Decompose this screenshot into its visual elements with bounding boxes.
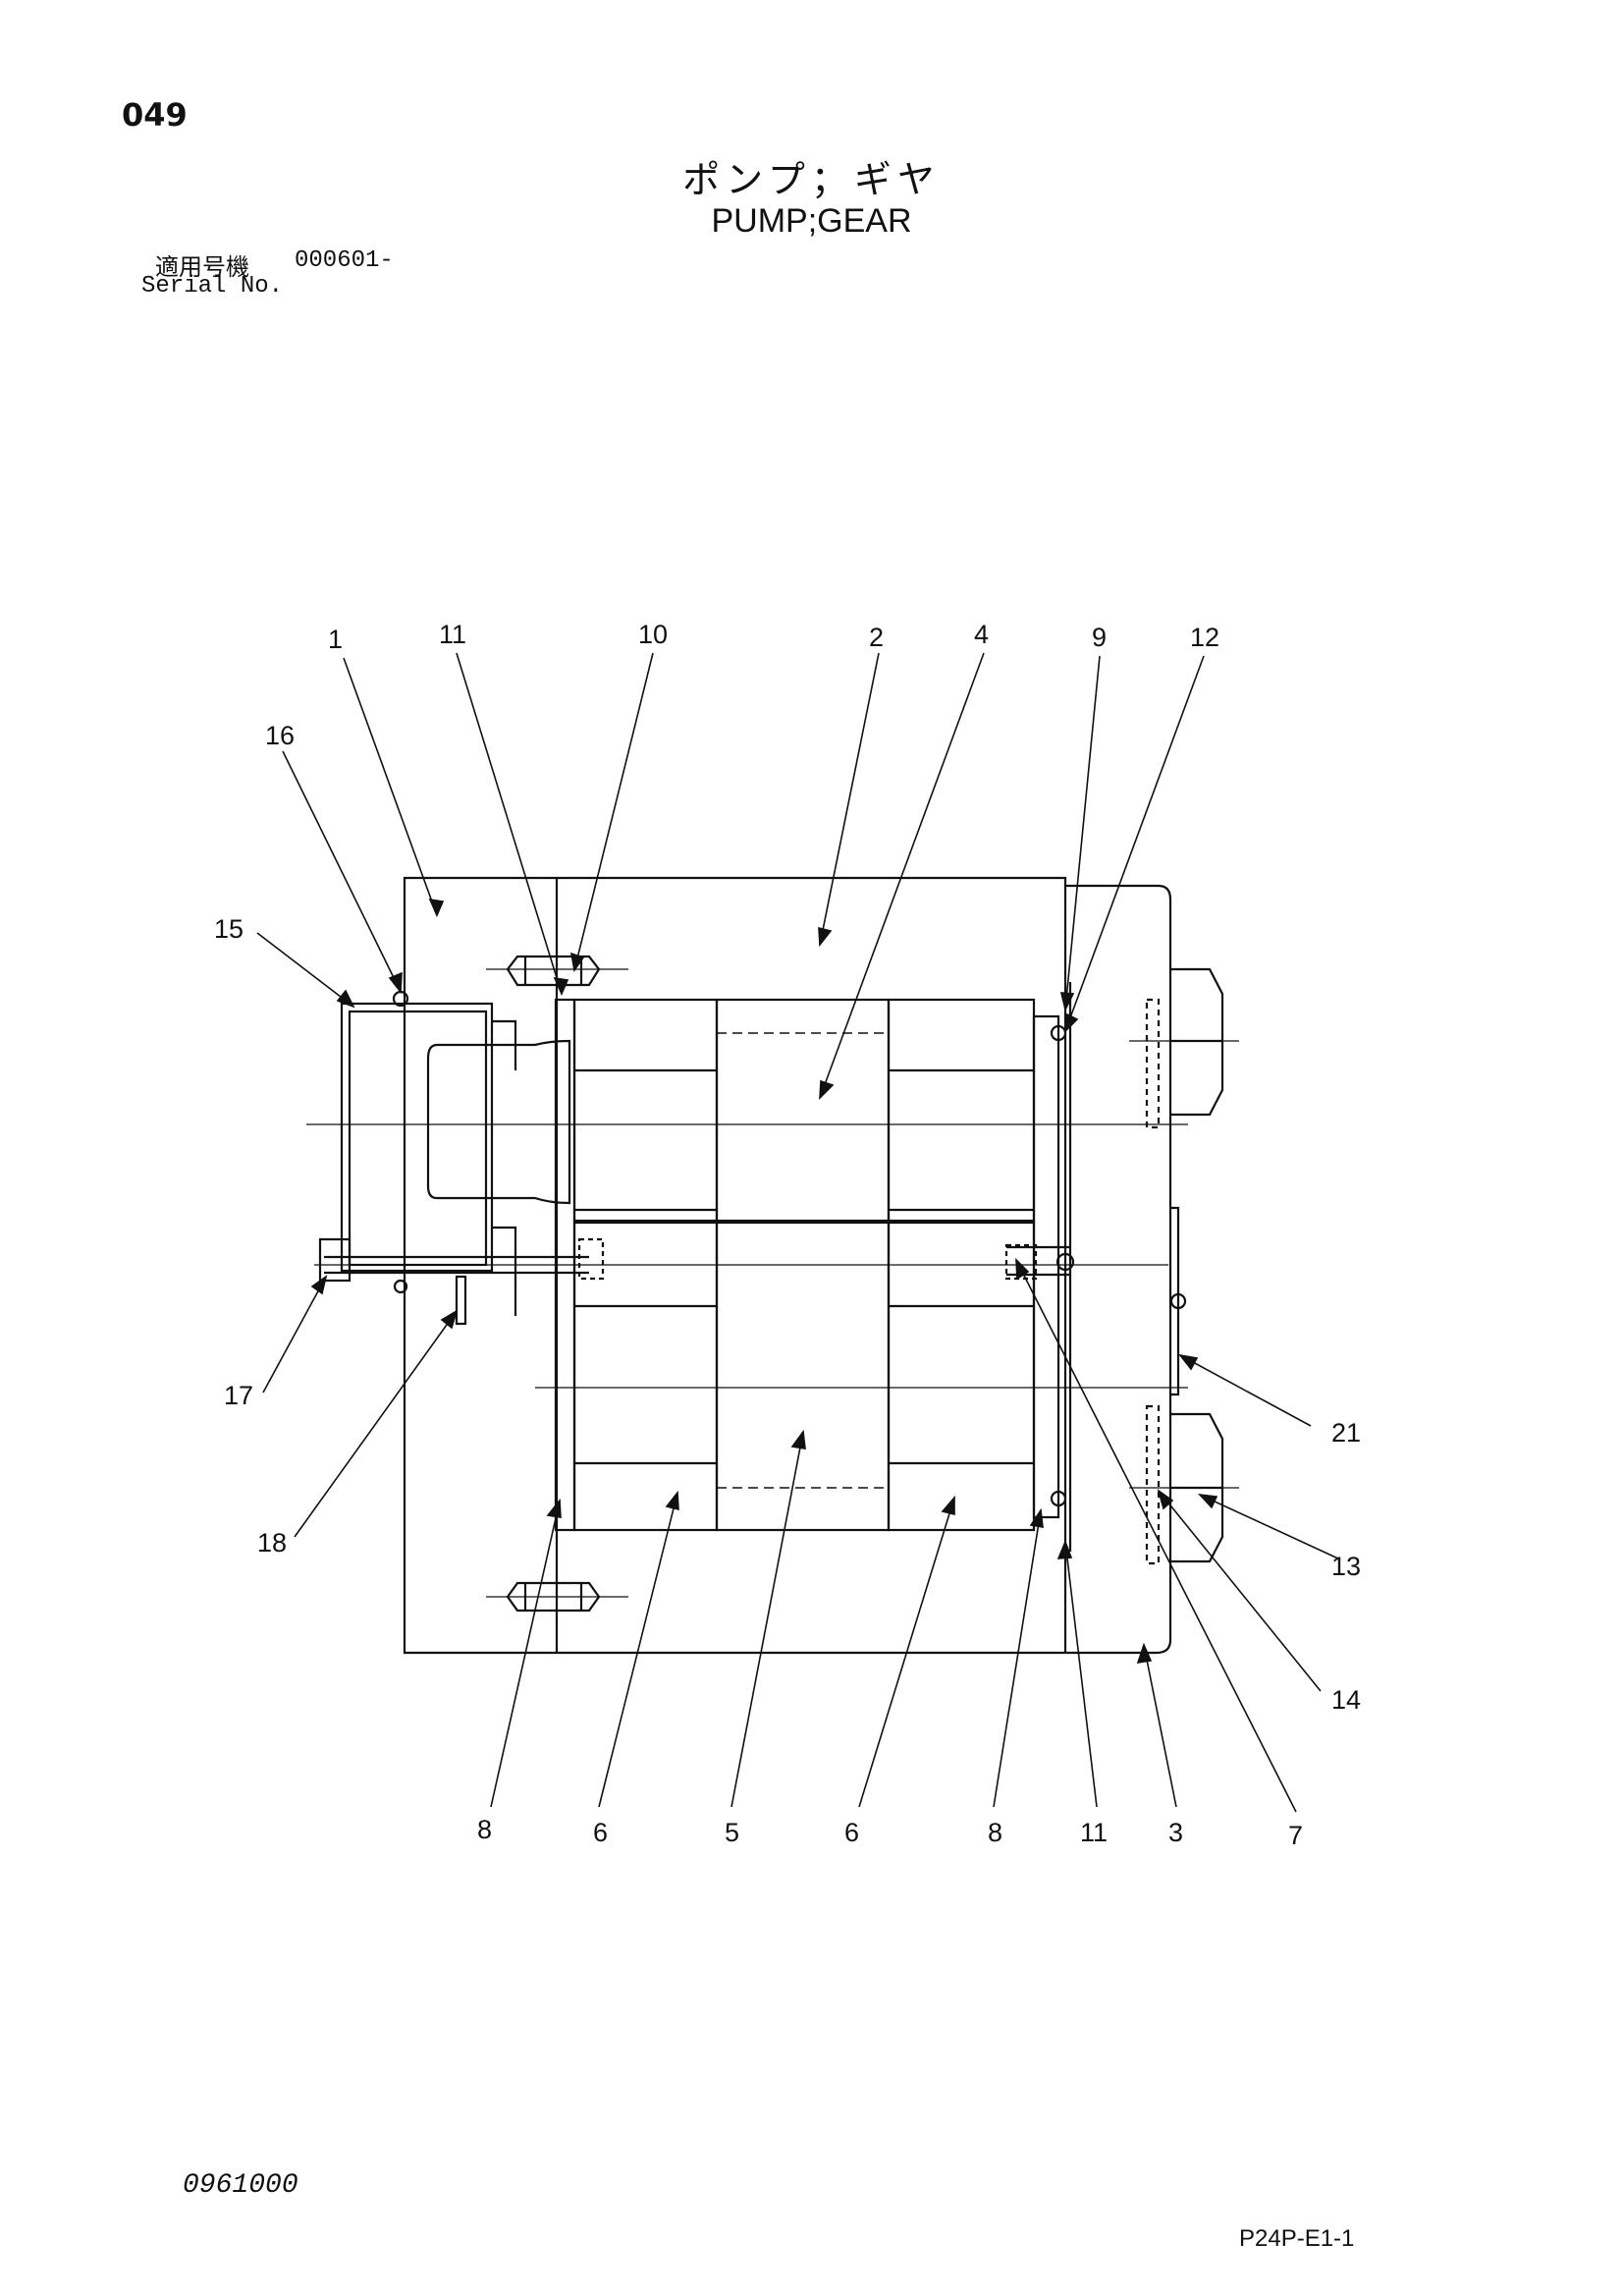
callout-10: 10 (638, 620, 668, 649)
plug (1170, 1206, 1180, 1396)
serial-value: 000601- (295, 247, 394, 274)
housing-outline (403, 876, 1172, 1655)
through-bolt (324, 1245, 1070, 1277)
callout-14: 14 (1331, 1685, 1361, 1715)
callout-6-right: 6 (844, 1818, 859, 1847)
callout-5: 5 (725, 1818, 739, 1847)
callout-16: 16 (265, 721, 295, 750)
side-plate-right (1032, 1014, 1060, 1519)
drive-gear (715, 998, 891, 1223)
callout-9: 9 (1092, 623, 1107, 652)
bearing-right-bottom (887, 1221, 1036, 1532)
driven-gear (715, 1221, 891, 1532)
callout-11-bottom: 11 (1080, 1818, 1108, 1847)
callout-8-left: 8 (477, 1815, 492, 1844)
serial-label-japanese: 適用号機 (155, 253, 249, 281)
callout-11-top: 11 (439, 620, 466, 649)
callout-1: 1 (328, 625, 343, 654)
seal-cover (340, 1002, 494, 1273)
bearing-left-bottom (572, 1221, 719, 1532)
drive-shaft (426, 1039, 571, 1205)
screw-18 (455, 1275, 467, 1326)
o-ring-bottom-right (1050, 1490, 1067, 1507)
reference-code: P24P-E1-1 (1239, 2225, 1355, 2252)
callout-2: 2 (869, 623, 884, 652)
callout-12: 12 (1190, 623, 1219, 652)
callout-3: 3 (1168, 1818, 1183, 1847)
bearing-right-top (887, 998, 1036, 1223)
callout-15: 15 (214, 914, 243, 944)
callout-6-left: 6 (593, 1818, 608, 1847)
bearing-left-top (572, 998, 719, 1223)
callout-7: 7 (1288, 1821, 1303, 1850)
o-ring-top-right (1050, 1024, 1067, 1042)
screw-17 (318, 1237, 352, 1283)
callout-8-right: 8 (988, 1818, 1002, 1847)
title-english: PUMP;GEAR (711, 202, 912, 240)
title-japanese: ポンプ；ギヤ (682, 158, 941, 201)
callout-17: 17 (224, 1381, 253, 1410)
callout-18: 18 (257, 1528, 287, 1558)
page-number: 049 (122, 96, 188, 134)
serial-label-english: Serial No. (141, 273, 284, 300)
document-code: 0961000 (183, 2170, 298, 2201)
dowel-pin-top (506, 955, 601, 987)
callout-13: 13 (1331, 1552, 1361, 1581)
callout-21: 21 (1331, 1418, 1361, 1448)
callout-4: 4 (974, 620, 989, 649)
